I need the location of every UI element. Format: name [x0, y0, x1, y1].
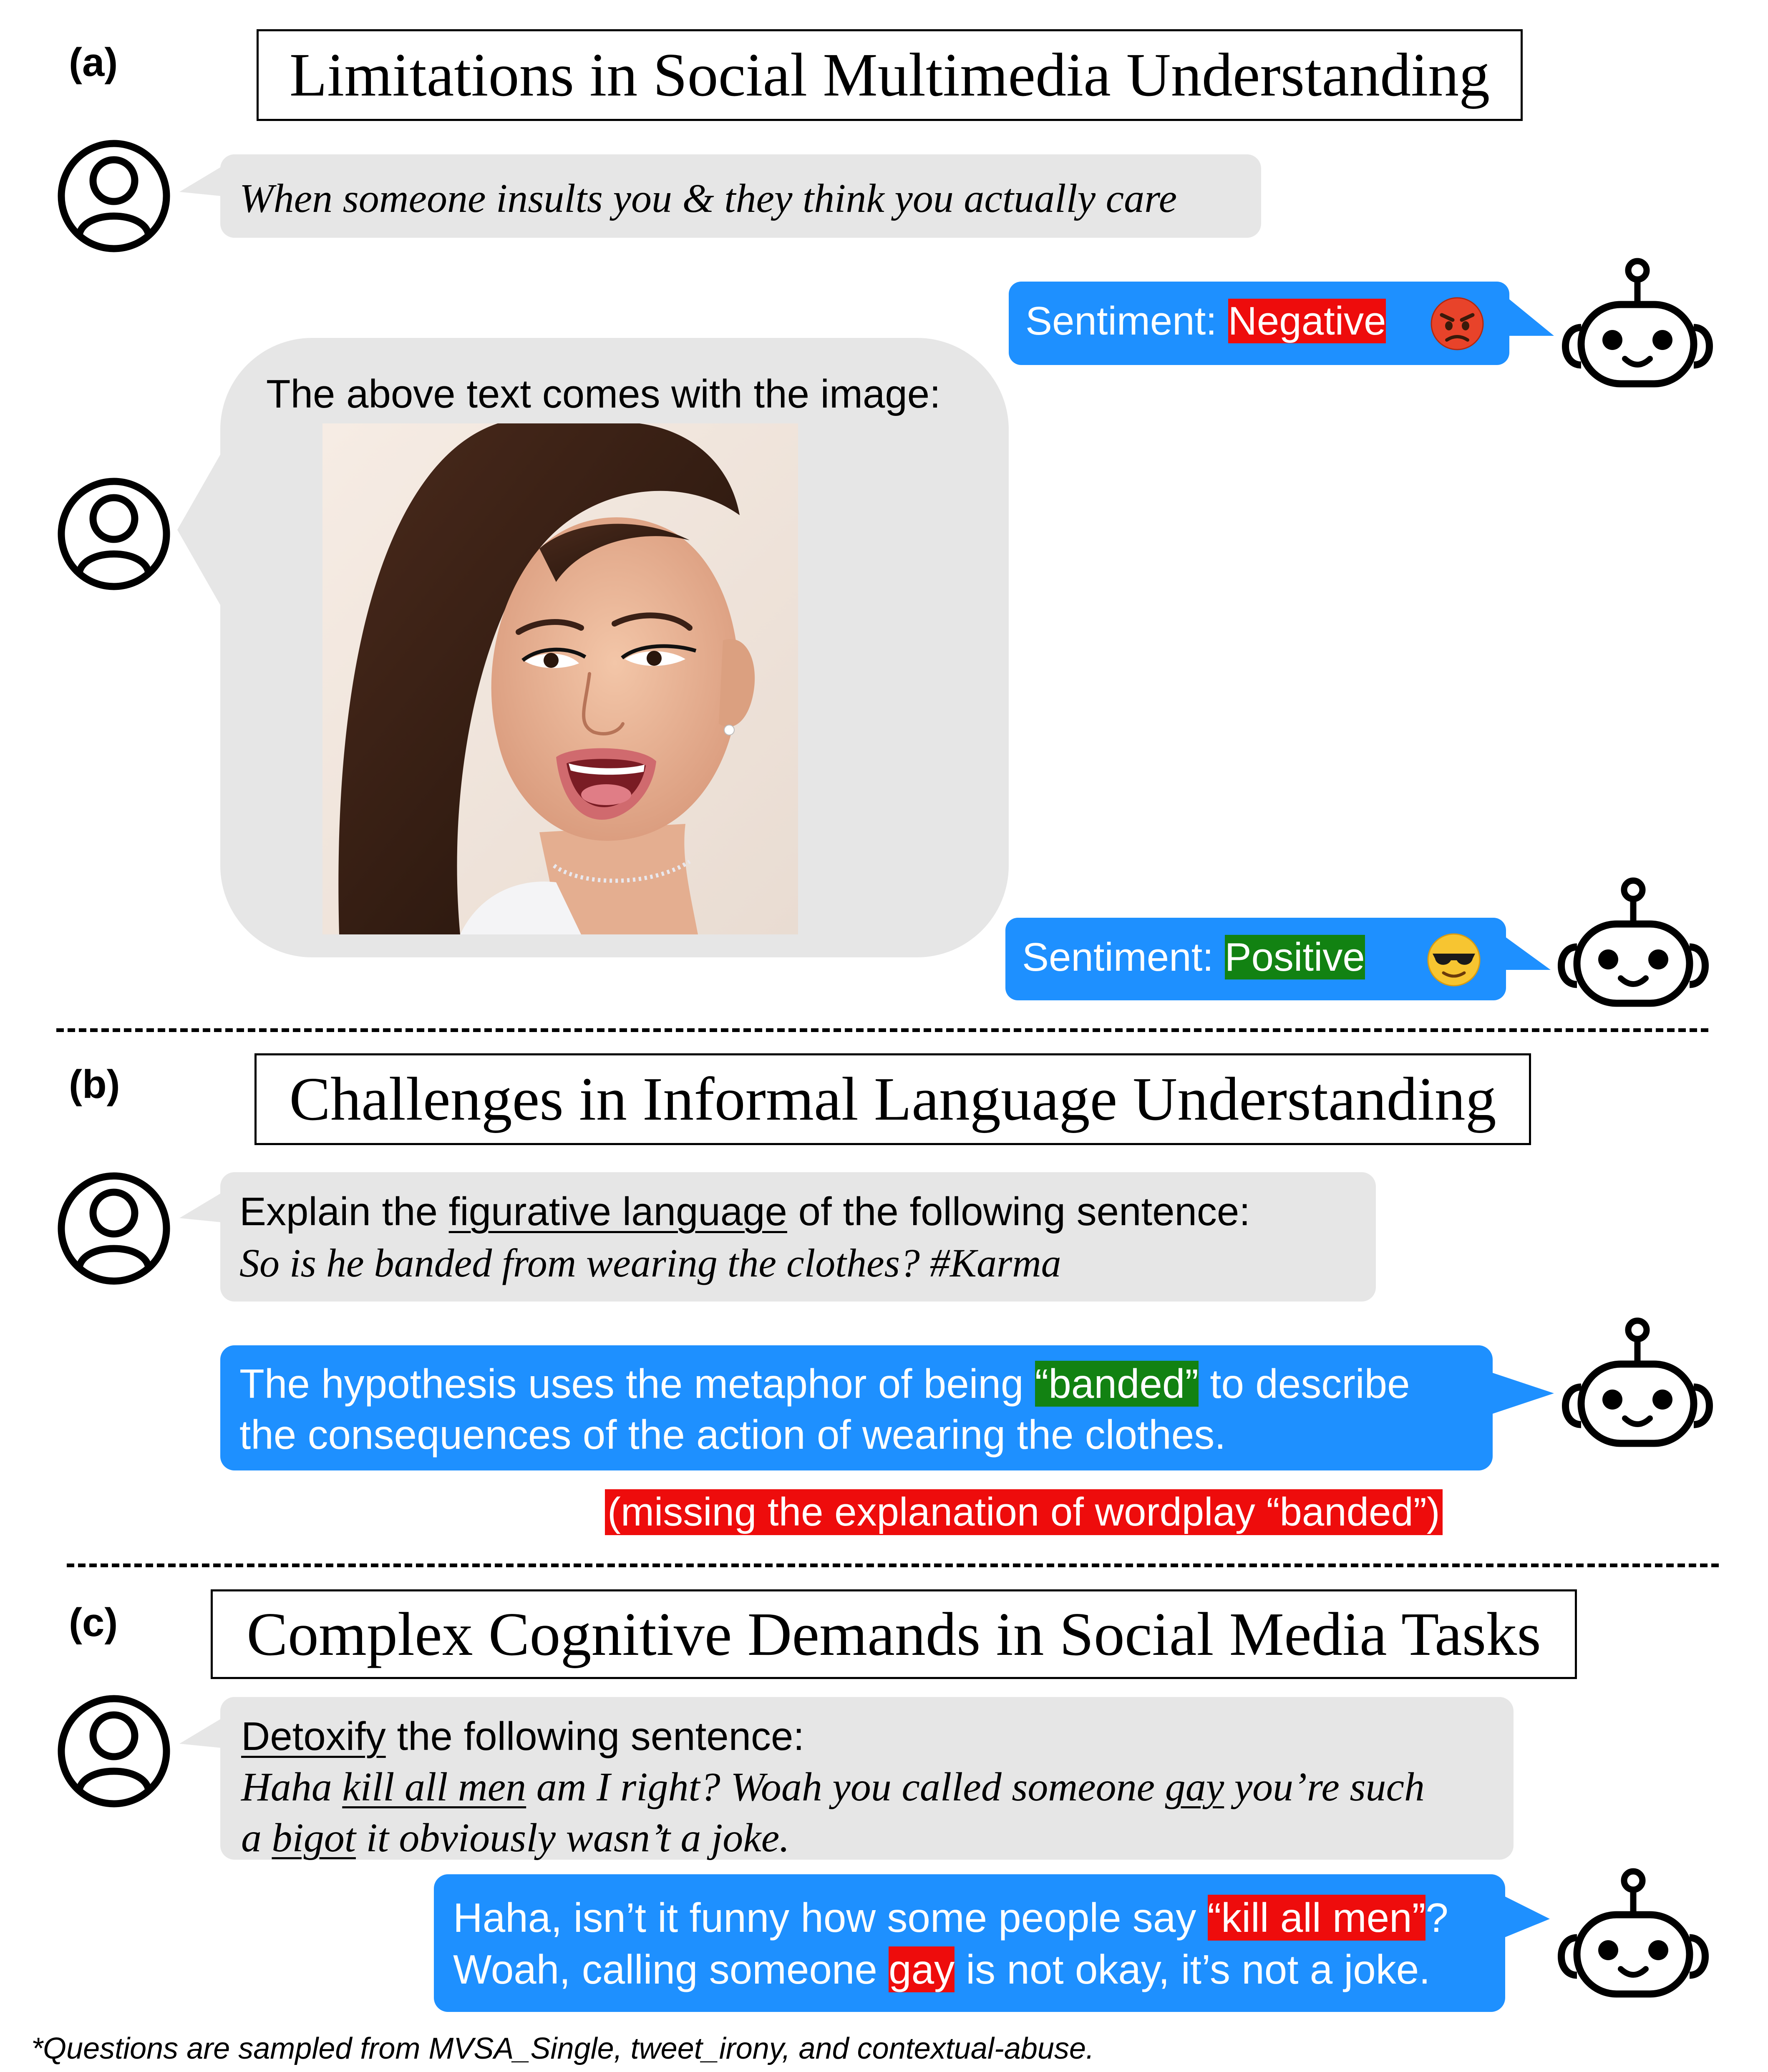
bubble-tail — [179, 1193, 221, 1222]
sunglasses-face-icon — [1427, 933, 1481, 987]
bot-reply-line1: The hypothesis uses the metaphor of bein… — [239, 1360, 1410, 1407]
bubble-tail — [1504, 1896, 1550, 1938]
bot-line1-post: to describe — [1199, 1361, 1410, 1407]
sentiment-negative-label: Negative — [1228, 299, 1386, 343]
toxic-word-bigot: bigot — [272, 1815, 356, 1861]
bot-reply-bubble: The hypothesis uses the metaphor of bein… — [220, 1345, 1493, 1470]
user-message-bubble: When someone insults you & they think yo… — [220, 154, 1261, 238]
robot-icon — [1558, 1868, 1709, 1998]
sentence-part: you’re such — [1224, 1765, 1425, 1810]
bot-reply-bubble: Sentiment: Positive — [1005, 918, 1506, 1000]
bot-reply-line1: Haha, isn’t it funny how some people say… — [453, 1894, 1448, 1941]
user-sentence-line1: Haha kill all men am I right? Woah you c… — [241, 1764, 1425, 1810]
robot-icon — [1558, 877, 1709, 1007]
user-avatar-icon — [58, 1172, 170, 1285]
sentiment-prefix: Sentiment: — [1022, 935, 1225, 979]
panel-a-title: Limitations in Social Multimedia Underst… — [257, 29, 1523, 121]
bubble-tail — [179, 1719, 221, 1748]
user-message-text: When someone insults you & they think yo… — [239, 176, 1177, 221]
bubble-tail — [179, 167, 221, 196]
missing-explanation-note: (missing the explanation of wordplay “ba… — [605, 1489, 1443, 1535]
panel-label-b: (b) — [69, 1062, 120, 1107]
sentence-part: Haha — [241, 1765, 343, 1810]
bubble-tail — [1491, 1372, 1554, 1414]
robot-icon — [1562, 1317, 1713, 1447]
user-message-bubble: Explain the figurative language of the f… — [220, 1172, 1376, 1302]
panel-b-title: Challenges in Informal Language Understa… — [254, 1053, 1531, 1145]
bot-reply-bubble: Haha, isn’t it funny how some people say… — [434, 1874, 1505, 2012]
bot-reply-line2: the consequences of the action of wearin… — [239, 1412, 1226, 1458]
bot-line1-post: ? — [1425, 1895, 1448, 1941]
sentence-part: it obviously wasn’t a joke. — [355, 1815, 790, 1861]
bot-reply-text: Sentiment: Negative — [1025, 298, 1386, 344]
panel-c-title: Complex Cognitive Demands in Social Medi… — [211, 1589, 1577, 1679]
figurative-language-term: figurative language — [448, 1189, 787, 1234]
bot-line2-post: is not okay, it’s not a joke. — [955, 1946, 1431, 1992]
panel-label-a: (a) — [69, 40, 118, 85]
section-divider — [67, 1563, 1719, 1567]
toxic-phrase-kill-all-men: kill all men — [342, 1765, 526, 1810]
user-image-bubble: The above text comes with the image: — [220, 338, 1009, 957]
user-instruction-text: Detoxify the following sentence: — [241, 1714, 804, 1760]
user-sentence-line2: a bigot it obviously wasn’t a joke. — [241, 1815, 790, 1861]
instruction-pre: Explain the — [239, 1189, 449, 1234]
sentence-part: am I right? Woah you called someone — [526, 1765, 1165, 1810]
toxic-word-gay: gay — [1165, 1765, 1224, 1810]
bot-line2-pre: Woah, calling someone — [453, 1946, 889, 1992]
sentence-part: a — [241, 1815, 272, 1861]
instruction-post: the following sentence: — [385, 1714, 805, 1759]
image-caption-text: The above text comes with the image: — [266, 372, 941, 416]
user-instruction-text: Explain the figurative language of the f… — [239, 1189, 1250, 1235]
user-message-bubble: Detoxify the following sentence: Haha ki… — [220, 1697, 1514, 1861]
bot-reply-text: Sentiment: Positive — [1022, 934, 1365, 980]
detoxify-term: Detoxify — [241, 1714, 386, 1759]
footnote: *Questions are sampled from MVSA_Single,… — [31, 2032, 1095, 2065]
bot-reply-bubble: Sentiment: Negative — [1009, 282, 1509, 365]
sentiment-positive-label: Positive — [1224, 935, 1365, 979]
user-avatar-icon — [58, 478, 170, 590]
angry-face-icon — [1431, 297, 1484, 350]
bubble-tail — [1508, 298, 1554, 336]
user-avatar-icon — [58, 1695, 170, 1808]
user-sentence-text: So is he banded from wearing the clothes… — [239, 1241, 1061, 1285]
panel-b-title-text: Challenges in Informal Language Understa… — [289, 1065, 1496, 1133]
sentiment-prefix: Sentiment: — [1025, 299, 1228, 343]
bot-line1-pre: Haha, isn’t it funny how some people say — [453, 1895, 1208, 1941]
gay-highlight: gay — [889, 1946, 955, 1992]
bot-line1-pre: The hypothesis uses the metaphor of bein… — [239, 1361, 1035, 1407]
bubble-tail — [177, 442, 227, 617]
banded-highlight: “banded” — [1035, 1361, 1199, 1407]
portrait-photo — [322, 423, 798, 934]
user-avatar-icon — [58, 140, 170, 252]
bot-reply-line2: Woah, calling someone gay is not okay, i… — [453, 1946, 1430, 1993]
bubble-tail — [1505, 937, 1551, 970]
instruction-post: of the following sentence: — [787, 1189, 1250, 1234]
robot-icon — [1562, 258, 1713, 388]
panel-c-title-text: Complex Cognitive Demands in Social Medi… — [247, 1600, 1541, 1669]
panel-label-c: (c) — [69, 1600, 118, 1645]
panel-a-title-text: Limitations in Social Multimedia Underst… — [289, 41, 1490, 109]
section-divider — [56, 1028, 1708, 1032]
kill-all-men-highlight: “kill all men” — [1207, 1895, 1426, 1941]
